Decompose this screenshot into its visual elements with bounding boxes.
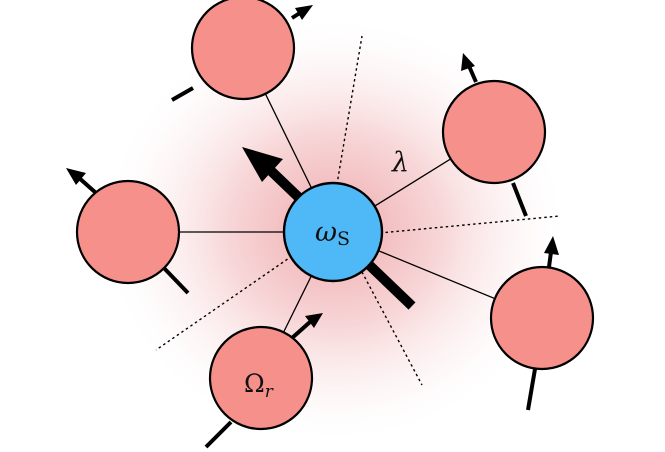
sector-divider-bottom-right <box>361 271 423 386</box>
sector-divider-right <box>379 215 561 234</box>
bath-spin-arrow-tail <box>204 420 233 449</box>
bath-spin-arrowhead <box>295 5 313 20</box>
central-spin-arrowhead <box>242 147 283 182</box>
bath-spin-arrow-shaft <box>467 65 478 83</box>
bath-spin-arrow-shaft <box>290 320 312 340</box>
bath-spin-arrow-shaft <box>76 175 98 195</box>
bath-spin-left <box>66 168 190 295</box>
bath-spin-arrow-tail <box>526 368 537 411</box>
sector-divider-lines <box>155 35 561 386</box>
bath-spin-circle <box>208 325 314 431</box>
bath-spin-bottom: Ωr <box>204 313 323 449</box>
coupling-label: λ <box>391 147 409 178</box>
bath-spin-arrow-tail <box>171 86 194 102</box>
bath-spin-arrowhead <box>66 168 86 185</box>
bath-spin-circle <box>190 0 296 101</box>
central-spin: ωS <box>282 181 384 283</box>
bath-spin-arrow-shaft <box>547 251 553 268</box>
bath-spin-arrow-tail <box>160 264 190 295</box>
central-spin-circle <box>282 181 384 283</box>
bath-spin-right-bottom <box>489 236 595 411</box>
bath-spin-arrow-tail <box>511 182 528 217</box>
bath-spin-circle <box>75 179 181 285</box>
bath-spin-arrowhead <box>544 236 559 255</box>
bath-spin-top-left <box>171 0 313 102</box>
bath-spin-arrowhead <box>461 53 475 71</box>
sector-divider-bottom-left <box>155 255 293 351</box>
bath-spin-arrowhead <box>305 313 323 328</box>
central-spin-label: ωS <box>315 217 350 250</box>
bath-spin-circle <box>441 79 547 185</box>
bath-spin-right-top <box>441 53 547 217</box>
bath-spin-label: Ωr <box>244 369 274 402</box>
sector-divider-top <box>335 35 363 191</box>
bath-spin-circle <box>489 265 595 371</box>
